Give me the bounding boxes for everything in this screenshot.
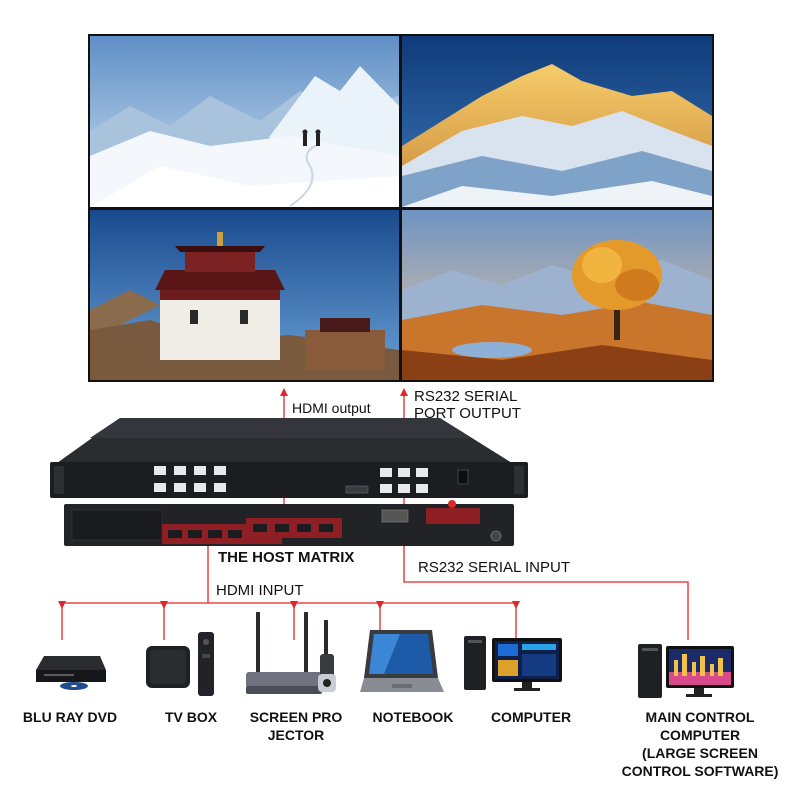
wireless-projector-icon <box>246 612 336 694</box>
screen-projector-device <box>244 612 348 700</box>
golden-peak-image <box>402 36 712 207</box>
wall-panel-autumn-tree <box>402 210 712 380</box>
device-label-bluray: BLU RAY DVD <box>22 709 118 725</box>
hdmi-output-label: HDMI output <box>292 400 371 416</box>
host-matrix-device <box>50 418 530 550</box>
main-control-computer-device <box>636 642 736 700</box>
tibetan-temple-image <box>90 210 399 380</box>
wall-panel-snow-hikers <box>90 36 399 207</box>
hdmi-input-label: HDMI INPUT <box>216 582 304 599</box>
snow-mountain-hikers-image <box>90 36 399 207</box>
notebook-device <box>360 626 444 696</box>
bluray-dvd-device <box>34 648 108 692</box>
video-wall <box>88 34 714 382</box>
rs232-output-label-line1: RS232 SERIAL <box>414 388 518 405</box>
host-matrix-label: THE HOST MATRIX <box>218 549 355 566</box>
matrix-switcher-icon <box>50 418 528 546</box>
rs232-output-label-line2: PORT OUTPUT <box>414 405 521 422</box>
computer-device <box>462 634 564 694</box>
device-label-main-control: MAIN CONTROL COMPUTER (LARGE SCREEN CONT… <box>621 709 779 779</box>
wall-panel-temple <box>90 210 399 380</box>
device-label-computer: COMPUTER <box>490 709 572 725</box>
tv-box-icon <box>146 632 214 696</box>
device-label-tvbox: TV BOX <box>164 709 218 725</box>
device-label-notebook: NOTEBOOK <box>372 709 454 725</box>
rs232-input-label: RS232 SERIAL INPUT <box>418 559 570 576</box>
bluray-player-icon <box>36 656 106 690</box>
autumn-tree-image <box>402 210 712 380</box>
wall-panel-golden-peak <box>402 36 712 207</box>
laptop-icon <box>360 630 444 692</box>
device-label-projector: SCREEN PRO JECTOR <box>249 709 343 743</box>
desktop-computer-icon <box>464 636 562 691</box>
control-computer-icon <box>638 644 734 698</box>
tv-box-device <box>142 632 222 698</box>
